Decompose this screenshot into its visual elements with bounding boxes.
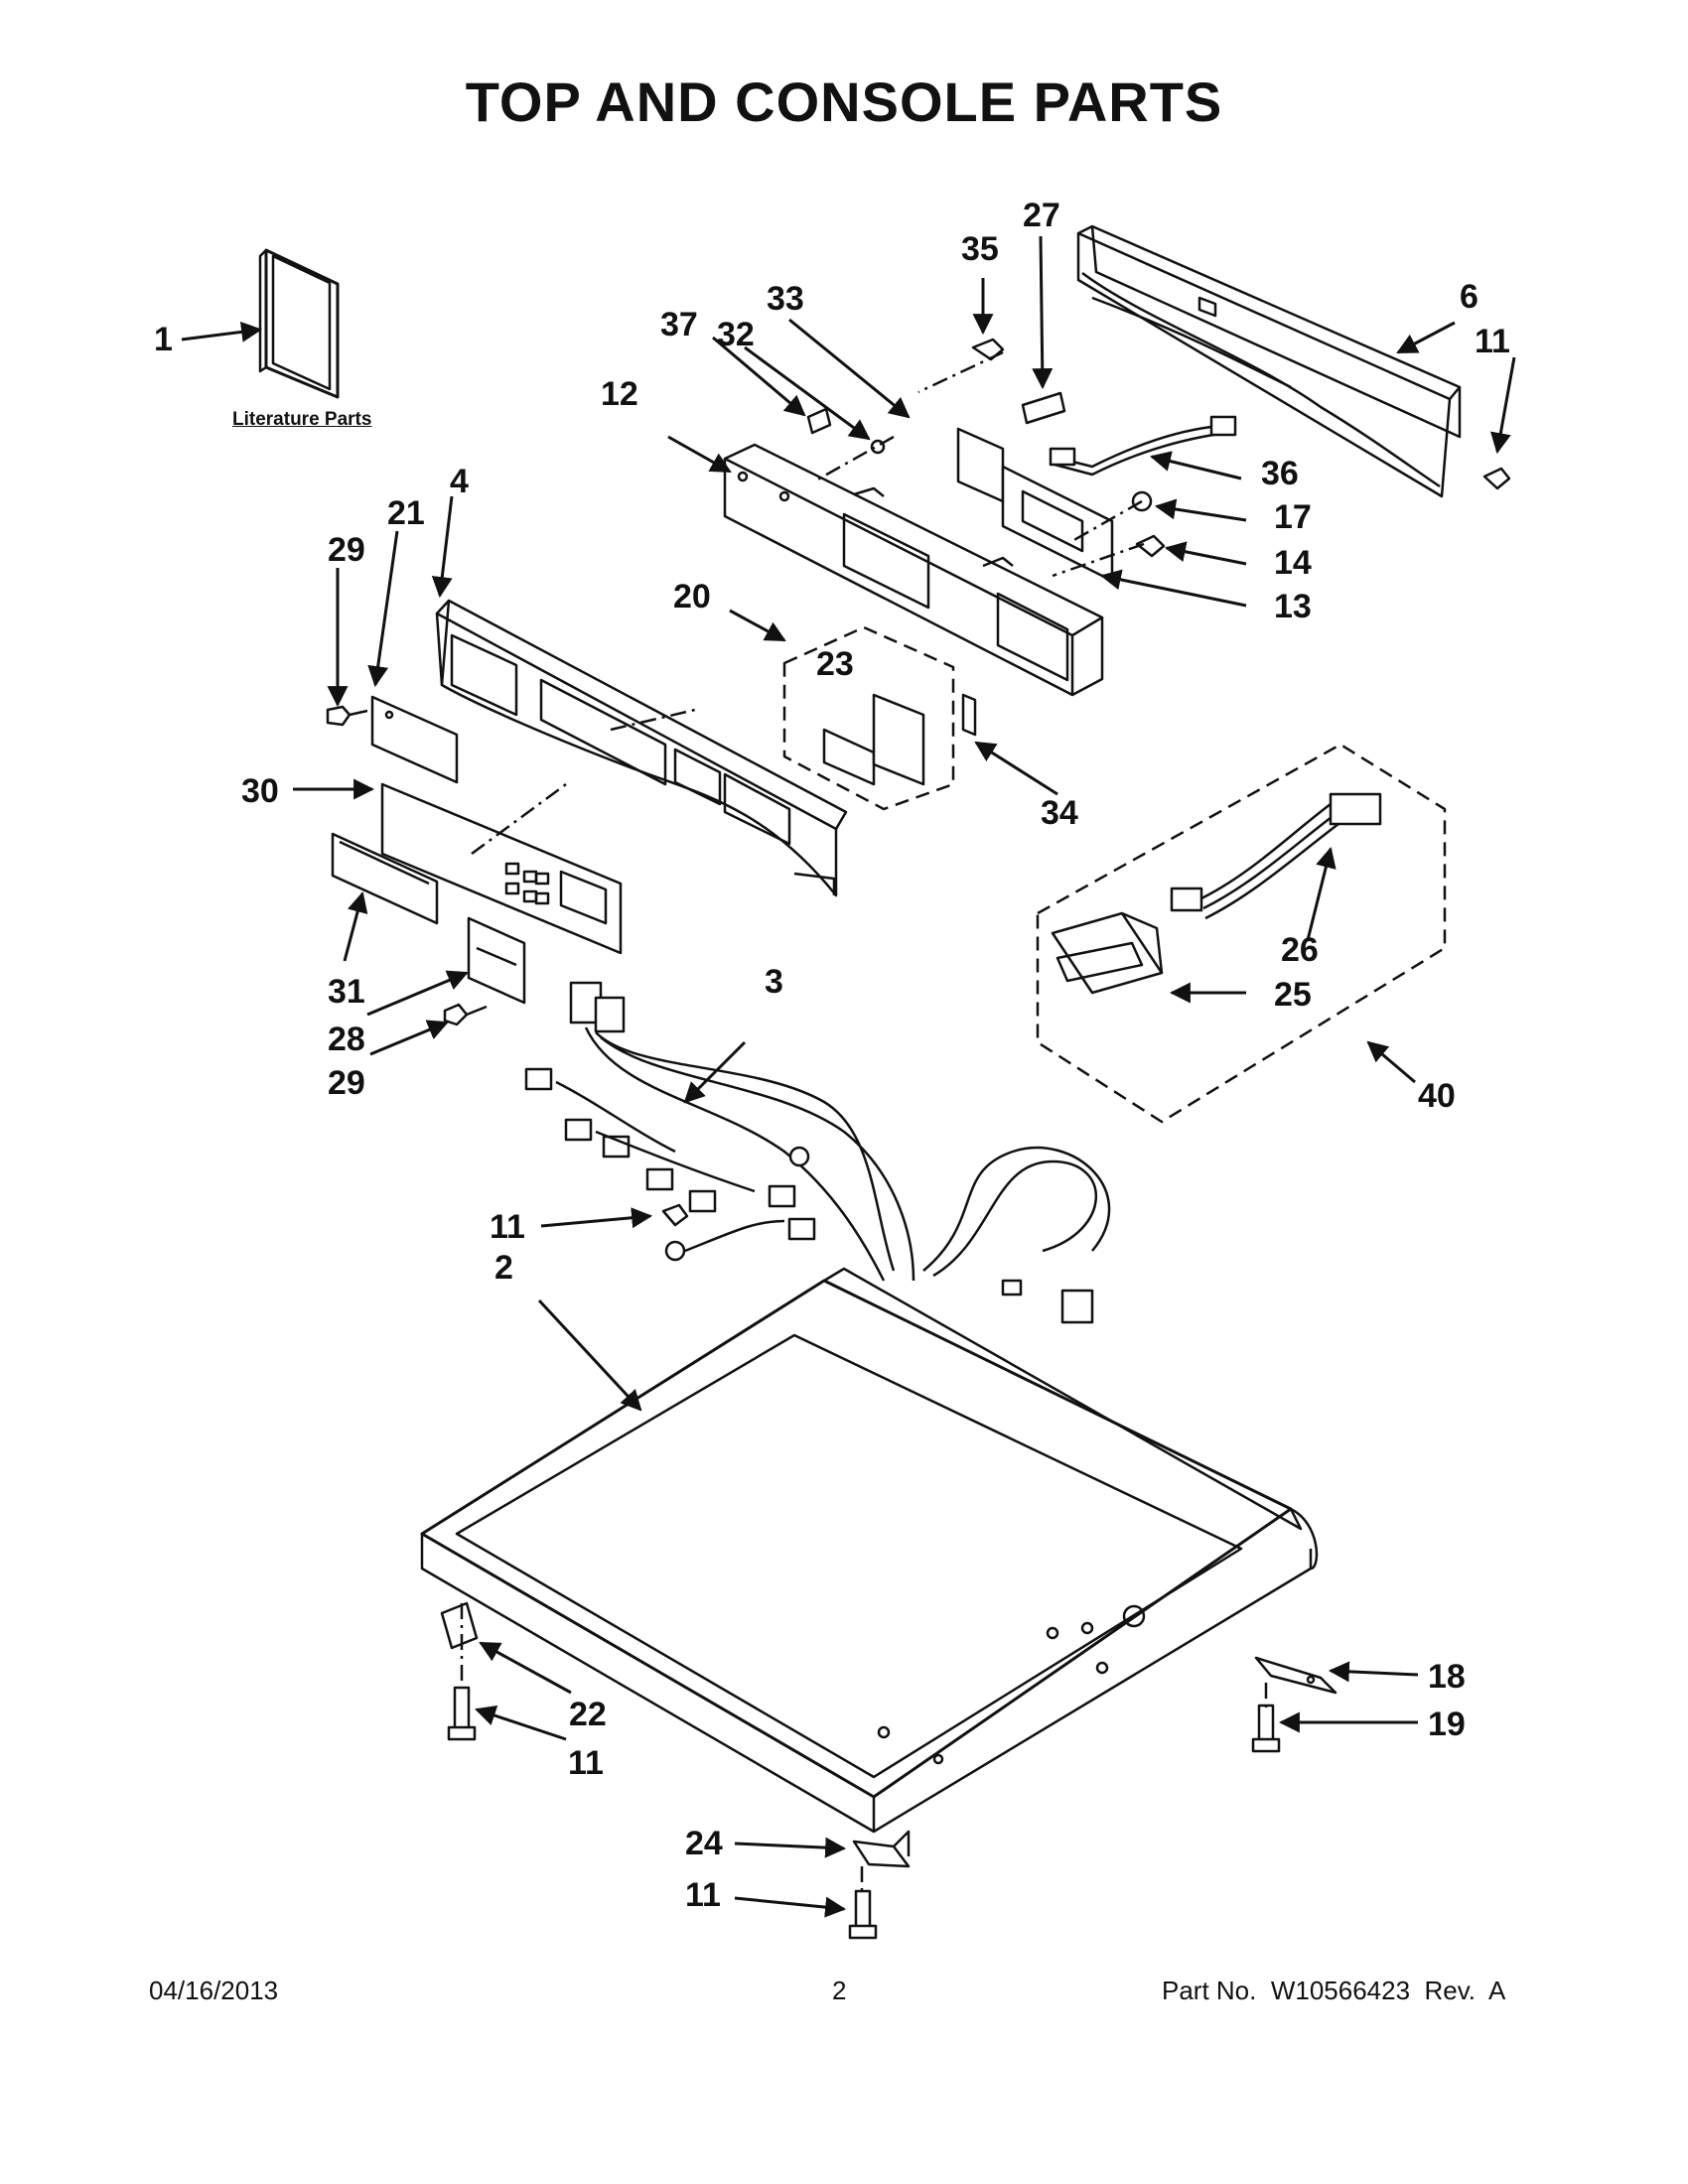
callout-2: 2 — [494, 1249, 513, 1287]
control-board-part — [956, 427, 1114, 583]
callout-19: 19 — [1428, 1706, 1466, 1743]
page-title: TOP AND CONSOLE PARTS — [465, 70, 1223, 133]
wire-harness-3-part — [524, 981, 1111, 1324]
knob-37-part — [806, 407, 832, 435]
screw-11-top-part — [1482, 467, 1511, 490]
dryer-top-part — [420, 1267, 1319, 1834]
callout-24: 24 — [685, 1825, 723, 1862]
callout-35: 35 — [961, 230, 999, 268]
callout-11-top: 11 — [1475, 323, 1510, 360]
screw-29b-part — [443, 1003, 488, 1026]
callout-6: 6 — [1460, 278, 1478, 316]
callout-32: 32 — [717, 316, 755, 353]
callout-22: 22 — [569, 1696, 607, 1733]
alignment-lines — [460, 350, 1268, 1891]
screw-35-part — [971, 338, 1005, 361]
callout-20: 20 — [673, 578, 711, 615]
footer-page-number: 2 — [832, 1976, 847, 2005]
bracket-34-part — [961, 693, 977, 737]
screw-11-bottom-part — [848, 1889, 878, 1940]
callout-1: 1 — [154, 321, 173, 358]
callout-18: 18 — [1428, 1658, 1466, 1696]
callout-25: 25 — [1274, 976, 1312, 1014]
footer-date: 04/16/2013 — [149, 1976, 279, 2005]
callout-4: 4 — [450, 463, 469, 500]
callout-3: 3 — [765, 963, 783, 1001]
callout-29-bottom: 29 — [328, 1064, 365, 1102]
screw-14-part — [1135, 534, 1166, 558]
harness-36-part — [1049, 415, 1237, 477]
callout-34: 34 — [1041, 794, 1078, 832]
cover-part — [467, 916, 526, 1005]
callout-31: 31 — [328, 973, 365, 1011]
callout-11-mid: 11 — [490, 1208, 525, 1246]
console-back-part — [723, 443, 1104, 697]
callout-30: 30 — [241, 772, 279, 810]
callout-29-top: 29 — [328, 531, 365, 569]
callout-11-bottom: 11 — [685, 1876, 721, 1914]
callout-13: 13 — [1274, 588, 1312, 625]
display-lens-part — [331, 832, 439, 925]
console-front-panel-part — [435, 599, 848, 897]
console-overlay-part — [380, 782, 623, 955]
callout-37: 37 — [660, 306, 698, 343]
callout-33: 33 — [767, 280, 804, 318]
leader-arrows — [181, 235, 1516, 1918]
screw-29a-part — [326, 705, 368, 727]
relay-23-part — [822, 693, 925, 786]
screw-19-part — [1251, 1704, 1281, 1753]
callout-labels: 1 2 3 4 6 11 11 11 11 12 13 14 17 18 19 … — [154, 197, 1510, 1914]
screw-11-left-part — [447, 1686, 477, 1741]
callout-27: 27 — [1023, 197, 1060, 234]
bracket-22-part — [440, 1601, 479, 1650]
callout-40: 40 — [1418, 1077, 1456, 1115]
bracket-18-part — [1254, 1656, 1337, 1695]
callout-11-left: 11 — [568, 1744, 604, 1782]
literature-booklet-part — [258, 248, 340, 399]
console-plate-part — [370, 695, 459, 784]
callout-12: 12 — [601, 375, 638, 413]
screw-11-mid-part — [661, 1203, 689, 1227]
callout-14: 14 — [1274, 544, 1312, 582]
connector-27-part — [1021, 391, 1066, 425]
literature-parts-label: Literature Parts — [232, 409, 372, 430]
callout-17: 17 — [1274, 498, 1312, 536]
callout-28: 28 — [328, 1021, 365, 1058]
callout-23: 23 — [816, 645, 854, 683]
callout-36: 36 — [1261, 455, 1299, 492]
callout-21: 21 — [387, 494, 425, 532]
footer-part-number: Part No. W10566423 Rev. A — [1162, 1976, 1506, 2005]
harness-26-part — [1170, 792, 1382, 920]
bracket-24-part — [852, 1830, 911, 1868]
callout-26: 26 — [1281, 931, 1319, 969]
dispenser-25-part — [1051, 911, 1164, 995]
console-rear-panel-part — [1076, 224, 1462, 498]
group-20-outline — [782, 625, 955, 811]
